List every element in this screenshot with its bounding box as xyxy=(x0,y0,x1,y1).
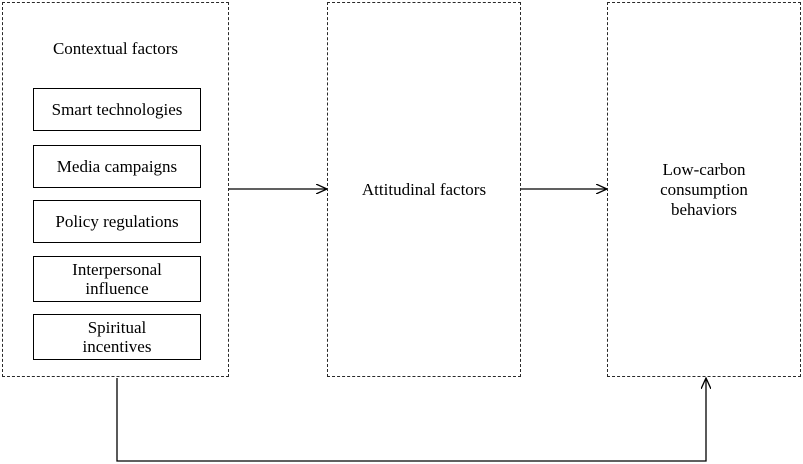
factor-label: Media campaigns xyxy=(56,157,178,176)
factor-policy-regulations: Policy regulations xyxy=(33,200,201,243)
contextual-factors-group: Contextual factors Smart technologies Me… xyxy=(2,2,229,377)
attitudinal-factors-label: Attitudinal factors xyxy=(361,179,487,199)
contextual-factors-title: Contextual factors xyxy=(52,39,179,58)
factor-smart-technologies: Smart technologies xyxy=(33,88,201,131)
factor-label: Policy regulations xyxy=(55,212,179,231)
factor-interpersonal-influence: Interpersonal influence xyxy=(33,256,201,302)
factor-label: Interpersonal influence xyxy=(72,260,162,298)
factor-media-campaigns: Media campaigns xyxy=(33,145,201,188)
low-carbon-behaviors-box: Low-carbon consumption behaviors xyxy=(607,2,801,377)
low-carbon-behaviors-label: Low-carbon consumption behaviors xyxy=(660,159,748,219)
attitudinal-factors-box: Attitudinal factors xyxy=(327,2,521,377)
factor-label: Spiritual incentives xyxy=(82,318,152,356)
factor-spiritual-incentives: Spiritual incentives xyxy=(33,314,201,360)
arrow-contextual-to-outcome xyxy=(116,378,706,462)
factor-label: Smart technologies xyxy=(51,100,183,119)
